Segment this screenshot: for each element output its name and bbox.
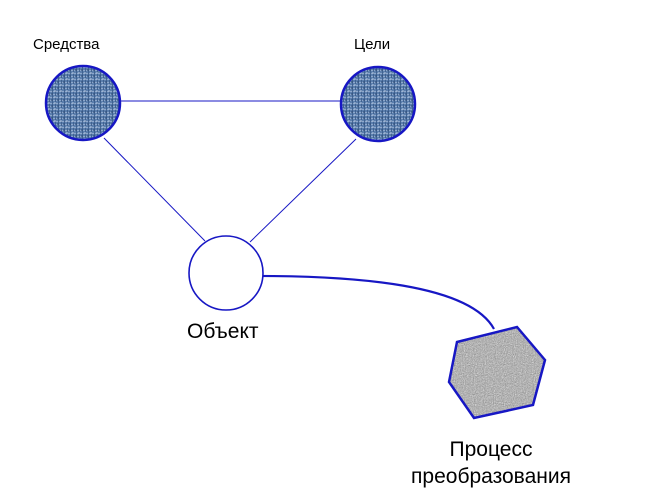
goals-label: Цели (354, 36, 391, 53)
process-label: Процесс преобразования (385, 436, 597, 490)
means-node[interactable] (44, 64, 122, 142)
edge-goals-object (249, 138, 357, 243)
edge-means-object (103, 137, 206, 242)
transformation-arrow (239, 274, 495, 330)
goals-node[interactable] (339, 65, 417, 143)
object-node[interactable] (188, 235, 264, 311)
means-label: Средства (33, 36, 100, 53)
process-label-line1: Процесс (449, 438, 533, 461)
object-label: Объект (187, 320, 259, 343)
process-label-line2: преобразования (411, 465, 571, 488)
process-node[interactable] (445, 323, 549, 422)
